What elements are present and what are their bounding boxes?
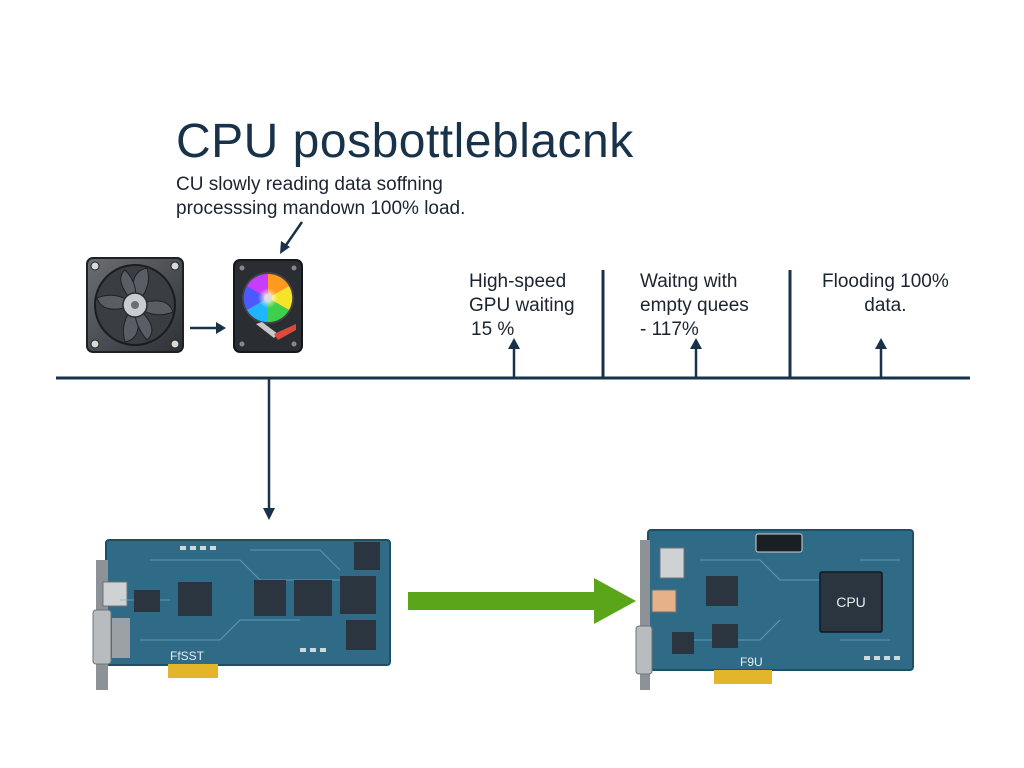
stage-label-line: data. <box>864 295 907 316</box>
stage-label-gpu-waiting: High-speed GPU waiting 15 % <box>469 270 575 342</box>
left-circuit-board: FfSST <box>92 539 391 690</box>
subtitle-line-2: processsing mandown 100% load. <box>176 198 466 219</box>
fan-to-drive-arrow <box>190 322 226 334</box>
subtitle-line-1: CU slowly reading data soffning <box>176 174 443 195</box>
stage-label-flooding: Flooding 100% data. <box>822 270 949 318</box>
down-arrow <box>263 378 275 520</box>
stage-label-line: Waitng with <box>640 271 738 292</box>
green-arrow-icon <box>408 578 636 624</box>
up-arrow-2 <box>690 338 702 378</box>
diagram-subtitle: CU slowly reading data soffning processs… <box>176 173 465 221</box>
stage-label-line: empty quees <box>640 295 749 316</box>
left-board-text: FfSST <box>170 649 205 663</box>
stage-label-empty-queues: Waitng with empty quees - 117% <box>640 270 749 342</box>
stage-label-line: 15 % <box>471 319 515 340</box>
up-arrow-1 <box>508 338 520 378</box>
right-chip-text: CPU <box>836 594 866 610</box>
stage-label-line: - 117% <box>640 319 699 340</box>
pointer-arrow <box>280 221 304 254</box>
stage-label-line: High-speed <box>469 271 567 292</box>
diagram-title: CPU posbottleblacnk <box>176 115 634 168</box>
right-circuit-board: CPU F9U <box>635 529 914 690</box>
up-arrow-3 <box>875 338 887 378</box>
stage-label-line: GPU waiting <box>469 295 575 316</box>
cooling-fan-icon <box>86 257 184 353</box>
cpu-chip <box>819 571 883 633</box>
stage-label-line: Flooding 100% <box>822 271 949 292</box>
right-board-text: F9U <box>740 655 763 669</box>
hard-drive-icon <box>233 259 303 353</box>
